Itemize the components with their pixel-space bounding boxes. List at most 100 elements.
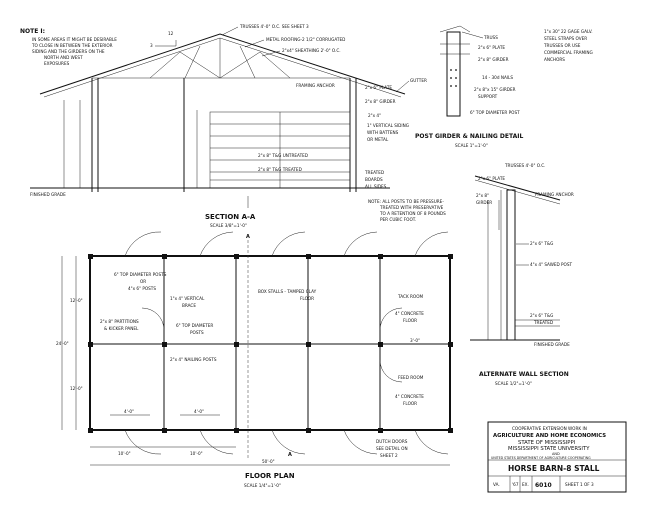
section-aa-drawing: 12 3 [30,31,406,208]
label-plate: 2"x 6" PLATE [365,85,392,90]
tb-line: UNITED STATES DEPARTMENT OF AGRICULTURE … [491,456,591,460]
leader-line [221,26,239,36]
leader-line [395,80,410,93]
label-top-posts: POSTS [190,330,204,335]
label-post-note: NOTE: ALL POSTS TO BE PRESSURE- [368,199,444,204]
plan-post [88,342,93,347]
section-aa-labels: TRUSSES 4'-0" O.C. SEE SHEET 3 METAL ROO… [30,24,446,228]
label-post-note: PER CUBIC FOOT. [380,217,416,222]
label-girder: 2"x 8" GIRDER [365,99,396,104]
label-straps: COMMERCIAL FRAMING [544,50,593,55]
nail [455,85,457,87]
door-swing-arc [271,429,306,455]
label-alt-framing-anchor: FRAMING ANCHOR [535,192,574,197]
label-post-note: TO A RETENTION OF 8 POUNDS [379,211,446,216]
label-straps: STEEL STRAPS OVER [544,36,587,41]
label-alt-tg-treated: 2"x 6" T&G [530,313,553,318]
dim-total: 50'-0" [262,459,275,464]
section-aa-title: SECTION A-A [205,213,256,221]
plan-post [306,254,311,259]
nail [450,77,452,79]
door-swing-arc [414,231,449,257]
label-alt-plate: 2"x 6" PLATE [478,176,505,181]
truss-web [259,51,291,79]
label-straps: 1"x 30" 22 GAGE GALV. [544,29,593,34]
tb-line: MISSISSIPPI STATE UNIVERSITY [508,446,590,452]
nail [450,69,452,71]
label-girder-support: 2"x 8"x 15" GIRDER [474,87,516,92]
tb-cell-prefix: EX. [522,482,529,487]
plan-post [162,342,167,347]
label-vertical-brace: BRACE [182,303,196,308]
dim-12: 12'-0" [70,298,83,303]
label-posts: 6" TOP DIAMETER POSTS [114,272,167,277]
door-swing-arc [124,429,162,455]
label-concrete: 4" CONCRETE [395,394,424,399]
label-alt-sawed-post: 4"x 4" SAWED POST [530,262,573,267]
label-nails: 14 - 30d NAILS [482,75,513,80]
label-untreated: 2"x 8" T&G UNTREATED [258,153,308,158]
label-sheathing: 2"x4" SHEATHING 2'-0" O.C. [282,48,341,53]
label-finished-grade: FINISHED GRADE [30,192,66,197]
floor-plan-title: FLOOR PLAN [245,472,295,480]
label-girder: 2"x 8" GIRDER [478,57,509,62]
alternate-wall-title: ALTERNATE WALL SECTION [479,371,569,378]
label-straps: ANCHORS [544,57,565,62]
label-box-stalls: FLOOR [300,296,314,301]
label-concrete: FLOOR [403,318,417,323]
door-swing-arc [271,231,306,257]
dim-12: 12'-0" [70,386,83,391]
label-tack-room: TACK ROOM [397,294,424,299]
plan-post [234,342,239,347]
label-nailing-posts: 2"x 4" NAILING POSTS [170,357,217,362]
post-girder-title: POST GIRDER & NAILING DETAIL [415,133,523,140]
dim-10: 10'-0" [190,451,203,456]
label-partitions: 2"x 8" PARTITIONS [100,319,139,324]
label-alt-finished-grade: FINISHED GRADE [534,342,570,347]
dim-4: 4'-0" [124,409,134,414]
tb-cell-year: '67 [512,482,519,487]
plan-post [162,428,167,433]
truss-web [184,45,201,79]
plan-post [378,428,383,433]
note-line: NORTH AND WEST [44,55,83,60]
tb-cell-sheet: SHEET 1 OF 3 [565,482,594,487]
label-feed-room: FEED ROOM [398,375,424,380]
door-swing-arc [379,359,403,383]
label-alt-tg-treated: TREATED [533,320,553,325]
dim-10: 10'-0" [118,451,131,456]
plan-post [88,428,93,433]
alternate-wall-labels: TRUSSES 4'-0" O.C. 2"x 6" PLATE 2"x 8" G… [476,163,574,386]
alt-roof-line [474,175,561,201]
label-nailer: 2"x 4" [368,113,381,118]
section-aa-scale: SCALE 3/8"=1'-0" [210,223,247,228]
plan-post [162,254,167,259]
leader-line [244,39,265,48]
detail-post [446,31,461,117]
label-girder-support: SUPPORT [478,94,498,99]
title-block-frame [487,421,627,493]
label-post: 6" TOP DIAMETER POST [470,110,520,115]
tb-cell-number: 6010 [535,482,552,489]
label-plate: 2"x 6" PLATE [478,45,505,50]
leader-line [261,50,281,57]
label-dutch-doors: SEE DETAIL ON [376,446,408,451]
detail-truss [439,25,471,33]
label-siding: WITH BATTENS [367,130,399,135]
label-dutch-doors: SHEET 2 [380,453,398,458]
label-treated: 2"x 8" T&G TREATED [258,167,302,172]
tb-cell-state: VA. [493,482,500,487]
floor-plan-scale: SCALE 1/4"=1'-0" [244,483,281,488]
pitch-dim: 3 [150,43,153,48]
post-girder-scale: SCALE 1"=1'-0" [455,143,488,148]
label-trusses: TRUSSES 4'-0" O.C. SEE SHEET 3 [239,24,309,29]
tb-line: AND [552,452,560,456]
door-swing-arc [414,429,449,455]
note-line: IN SOME AREAS IT MIGHT BE DESIRABLE [32,37,117,42]
plan-post [234,254,239,259]
note-heading: NOTE I: [20,28,45,35]
floor-plan-labels: 6" TOP DIAMETER POSTS OR 4"x 6" POSTS 1"… [56,234,424,488]
label-concrete: FLOOR [403,401,417,406]
label-siding: 1" VERTICAL SIDING [367,123,409,128]
